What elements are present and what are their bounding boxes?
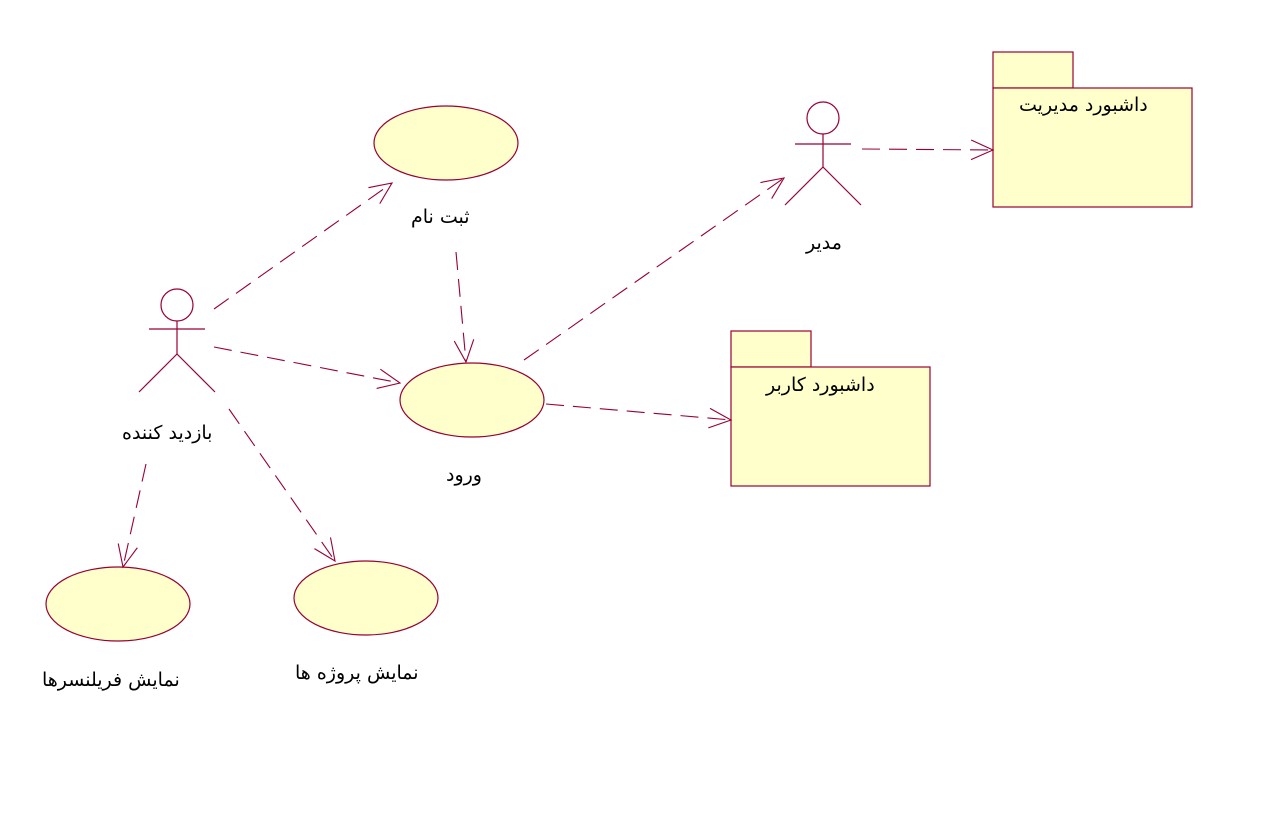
arrowhead-visitor-to-login [376, 368, 402, 389]
package-admin-dashboard[interactable] [992, 51, 1193, 208]
arrowhead-visitor-to-show_freelancers [117, 543, 138, 569]
use-case-show-freelancers-label: نمایش فریلنسرها [42, 669, 180, 691]
arrow-visitor-to-login [213, 346, 401, 384]
arrowhead-visitor-to-register [368, 182, 394, 204]
use-case-register-label: ثبت نام [411, 206, 470, 228]
arrow-visitor-to-register [213, 182, 393, 310]
use-case-login[interactable] [399, 362, 545, 438]
actor-visitor[interactable] [138, 288, 216, 393]
arrowhead-register-to-login [453, 339, 475, 364]
arrow-register-to-login [455, 251, 467, 363]
actor-admin-label: مدیر [806, 232, 842, 254]
actor-visitor-label: بازدید کننده [122, 422, 213, 444]
arrowhead-login-to-admin [760, 177, 786, 199]
arrow-login-to-user_dashboard [545, 403, 732, 421]
package-user-dashboard-label: داشبورد کاربر [766, 374, 875, 396]
arrow-admin-to-admin_dashboard [861, 148, 994, 151]
actor-head [806, 101, 840, 135]
arrowhead-login-to-user_dashboard [708, 407, 733, 429]
package-body [730, 366, 931, 487]
package-tab [730, 330, 812, 368]
package-admin-dashboard-label: داشبورد مدیریت [1019, 94, 1148, 116]
actor-head [160, 288, 194, 322]
package-user-dashboard[interactable] [730, 330, 931, 487]
package-body [992, 87, 1193, 208]
arrowhead-visitor-to-show_projects [314, 537, 336, 563]
use-case-show-projects[interactable] [293, 560, 439, 636]
use-case-login-label: ورود [446, 464, 482, 486]
use-case-show-projects-label: نمایش پروژه ها [295, 662, 419, 684]
arrowhead-admin-to-admin_dashboard [970, 139, 995, 161]
dependency-arrows [117, 139, 995, 569]
use-case-register[interactable] [373, 105, 519, 181]
actor-admin[interactable] [784, 101, 862, 206]
package-tab [992, 51, 1074, 89]
use-case-show-freelancers[interactable] [45, 566, 191, 642]
arrow-visitor-to-show_freelancers [122, 463, 147, 568]
arrow-visitor-to-show_projects [228, 408, 336, 562]
